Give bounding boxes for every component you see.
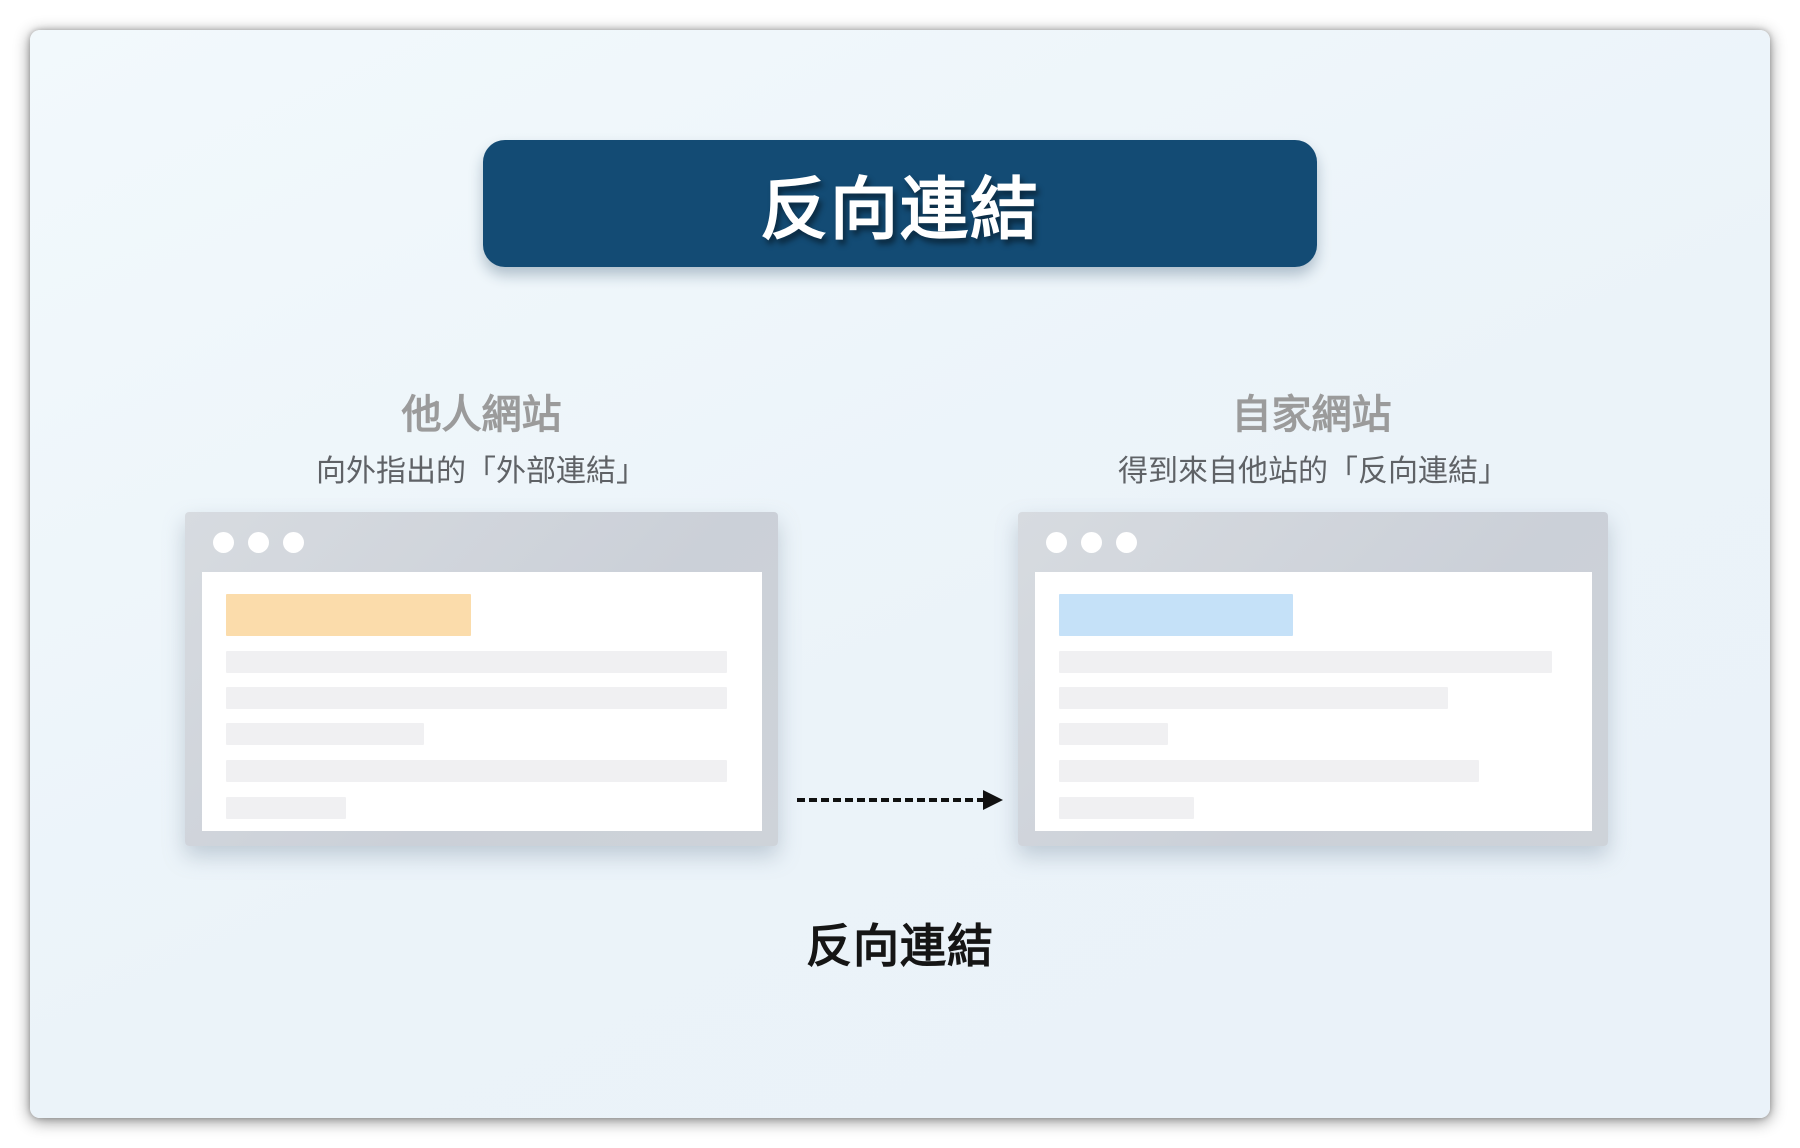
other-site-subtitle: 向外指出的「外部連結」	[316, 455, 646, 488]
text-line-bar	[226, 687, 728, 709]
text-line-bar	[1059, 687, 1449, 709]
browser-titlebar	[1018, 512, 1608, 572]
own-site-subtitle: 得到來自他站的「反向連結」	[1118, 455, 1508, 488]
window-control-dot-icon	[283, 531, 304, 553]
text-line-bar	[1059, 797, 1194, 819]
text-line-bar	[226, 651, 728, 673]
text-line-bar	[1059, 651, 1553, 673]
other-site-browser-window	[185, 512, 778, 846]
browser-content	[202, 572, 762, 831]
infographic-panel: 反向連結 他人網站 向外指出的「外部連結」 自家網站 得到來自他站的「反向連結」	[30, 30, 1770, 1118]
window-control-dot-icon	[1116, 531, 1137, 553]
title-banner-label: 反向連結	[759, 172, 1040, 248]
text-line-bar	[226, 797, 347, 819]
text-line-bar	[226, 760, 728, 782]
highlight-bar	[226, 594, 472, 636]
browser-titlebar	[185, 512, 778, 572]
other-site-title: 他人網站	[401, 393, 562, 437]
window-control-dot-icon	[1046, 531, 1067, 553]
text-line-bar	[1059, 723, 1168, 745]
highlight-bar	[1059, 594, 1293, 636]
text-line-bar	[1059, 760, 1480, 782]
own-site-browser-window	[1018, 512, 1608, 846]
title-banner: 反向連結	[483, 140, 1317, 267]
arrow-head	[983, 790, 1003, 810]
text-line-bar	[226, 723, 425, 745]
backlink-caption: 反向連結	[806, 920, 994, 972]
backlink-arrow-icon	[797, 782, 1007, 818]
browser-content	[1035, 572, 1592, 831]
window-control-dot-icon	[1081, 531, 1102, 553]
window-control-dot-icon	[248, 531, 269, 553]
arrow-dashed-line	[797, 798, 985, 802]
window-control-dot-icon	[213, 531, 234, 553]
own-site-title: 自家網站	[1231, 393, 1392, 437]
